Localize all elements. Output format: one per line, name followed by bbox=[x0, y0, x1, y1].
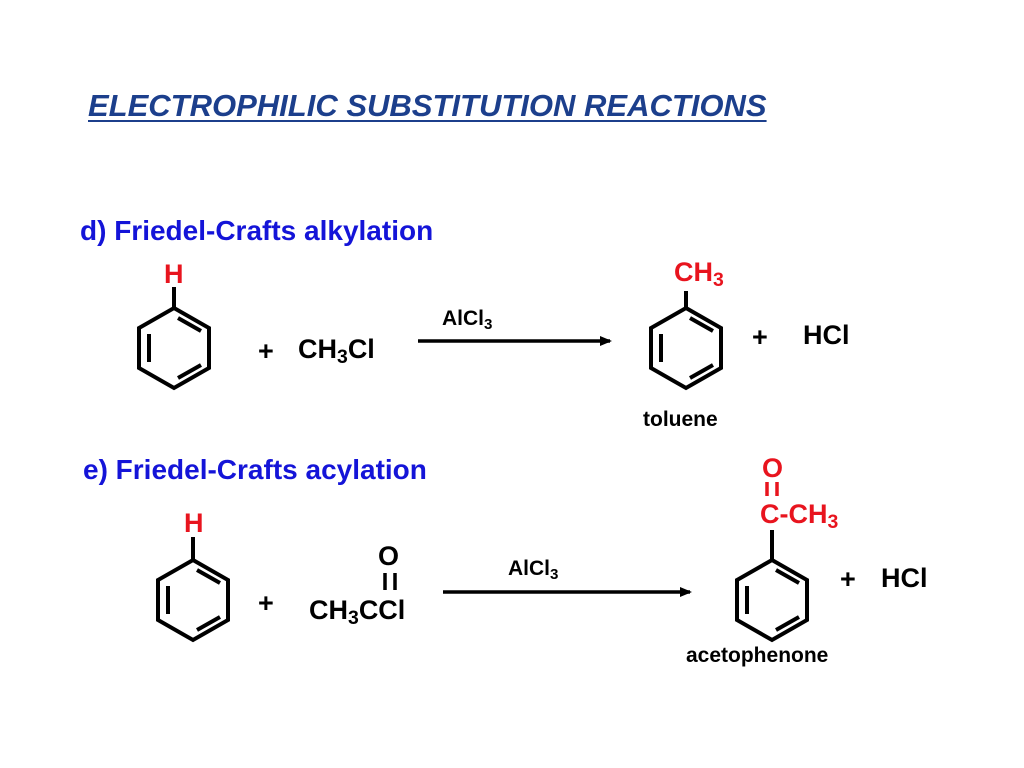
acylation-reagent: CH3CCl bbox=[309, 595, 406, 629]
acetophenone-label: acetophenone bbox=[686, 644, 829, 667]
toluene-ring bbox=[649, 291, 723, 390]
alkylation-byproduct: HCl bbox=[803, 320, 850, 350]
acyl-chloride-oxygen: O bbox=[378, 541, 400, 571]
acylation-heading: e) Friedel-Crafts acylation bbox=[83, 454, 427, 485]
acylation-catalyst: AlCl3 bbox=[508, 557, 559, 583]
acylation-plus-2: + bbox=[840, 564, 856, 594]
page-title: ELECTROPHILIC SUBSTITUTION REACTIONS bbox=[88, 88, 767, 123]
alkylation-reagent: CH3Cl bbox=[298, 334, 375, 368]
toluene-label: toluene bbox=[643, 408, 718, 431]
alkylation-heading: d) Friedel-Crafts alkylation bbox=[80, 215, 434, 246]
acylation-reactant-h: H bbox=[184, 508, 204, 538]
alkylation-catalyst: AlCl3 bbox=[442, 307, 493, 333]
alkylation-plus-1: + bbox=[258, 336, 274, 366]
benzene-ring-reactant-2 bbox=[156, 537, 230, 642]
acyl-chloride-carbonyl-bond bbox=[383, 573, 397, 590]
acylation-plus-1: + bbox=[258, 588, 274, 618]
benzene-ring-reactant-1 bbox=[137, 287, 211, 390]
acetophenone-ring bbox=[735, 482, 809, 642]
acetophenone-acetyl-group: C-CH3 bbox=[760, 499, 839, 533]
alkylation-reactant-h: H bbox=[164, 259, 184, 289]
alkylation-plus-2: + bbox=[752, 322, 768, 352]
acylation-byproduct: HCl bbox=[881, 563, 928, 593]
toluene-methyl-group: CH3 bbox=[674, 257, 724, 291]
acetophenone-oxygen: O bbox=[762, 453, 784, 483]
